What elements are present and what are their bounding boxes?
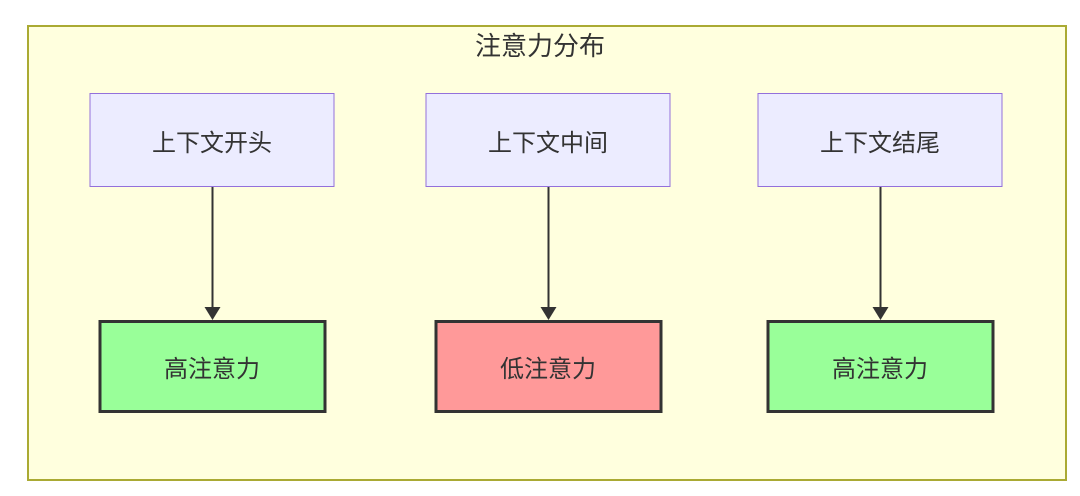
high-attention-label: 高注意力 xyxy=(832,356,928,383)
arrowhead-down-icon xyxy=(872,307,888,320)
high-attention-node: 高注意力 xyxy=(766,320,994,413)
low-attention-label: 低注意力 xyxy=(500,356,596,383)
flow-column-context-start: 上下文开头 高注意力 xyxy=(89,93,335,413)
connector-arrow xyxy=(204,187,220,320)
high-attention-node: 高注意力 xyxy=(98,320,326,413)
arrow-line xyxy=(547,187,549,307)
context-middle-node: 上下文中间 xyxy=(425,93,671,187)
arrowhead-down-icon xyxy=(204,307,220,320)
context-middle-label: 上下文中间 xyxy=(488,129,608,157)
context-end-node: 上下文结尾 xyxy=(757,93,1003,187)
diagram-title: 注意力分布 xyxy=(474,31,605,61)
high-attention-label: 高注意力 xyxy=(164,356,260,383)
low-attention-node: 低注意力 xyxy=(434,320,662,413)
context-start-label: 上下文开头 xyxy=(152,129,272,157)
flow-column-context-end: 上下文结尾 高注意力 xyxy=(757,93,1003,413)
flow-column-context-middle: 上下文中间 低注意力 xyxy=(425,93,671,413)
arrow-line xyxy=(879,187,881,307)
context-start-node: 上下文开头 xyxy=(89,93,335,187)
context-end-label: 上下文结尾 xyxy=(820,129,940,157)
connector-arrow xyxy=(872,187,888,320)
arrowhead-down-icon xyxy=(540,307,556,320)
connector-arrow xyxy=(540,187,556,320)
arrow-line xyxy=(211,187,213,307)
